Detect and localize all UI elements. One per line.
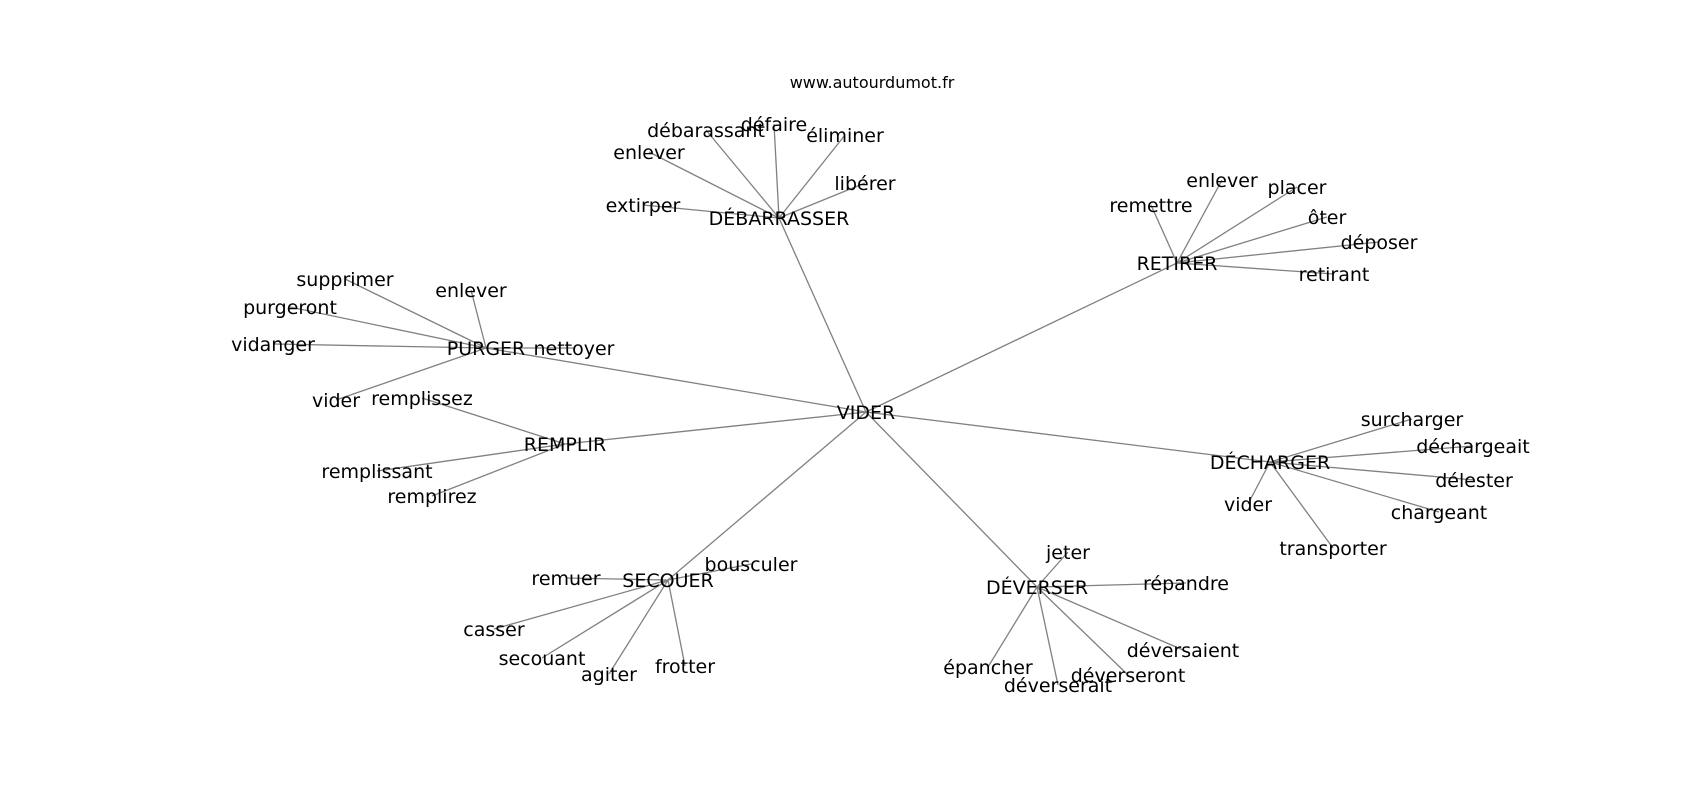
edge-hub-to-leaf — [773, 123, 780, 219]
leaf-node-label[interactable]: vider — [312, 390, 360, 412]
edge-hub-to-leaf — [1036, 582, 1187, 588]
leaf-node-label[interactable]: déchargeait — [1416, 436, 1529, 458]
edge-hub-to-leaf — [1176, 186, 1298, 264]
leaf-node-label[interactable]: supprimer — [296, 269, 393, 291]
edge-hub-to-leaf — [344, 278, 487, 349]
edge-hub-to-leaf — [1247, 461, 1271, 505]
leaf-node-label[interactable]: déverserait — [1004, 675, 1112, 697]
leaf-node-label[interactable]: ôter — [1308, 207, 1347, 229]
edge-hub-to-leaf — [648, 151, 780, 219]
hub-node-label[interactable]: RETIRER — [1137, 253, 1218, 275]
edge-hub-to-leaf — [1150, 204, 1178, 264]
edge-hub-to-leaf — [1036, 586, 1184, 651]
leaf-node-label[interactable]: transporter — [1279, 538, 1386, 560]
leaf-node-label[interactable]: bousculer — [705, 554, 798, 576]
leaf-node-label[interactable]: déverseront — [1071, 665, 1186, 687]
edge-hub-to-leaf — [778, 134, 846, 219]
edge-hub-to-leaf — [642, 204, 780, 219]
leaf-node-label[interactable]: secouant — [499, 648, 586, 670]
edge-hub-to-leaf — [376, 443, 566, 472]
edge-hub-to-leaf — [272, 343, 487, 349]
edge-hub-to-leaf — [1269, 445, 1474, 463]
edge-hub-to-leaf — [431, 443, 566, 497]
leaf-node-label[interactable]: agiter — [581, 664, 637, 686]
edge-hub-to-leaf — [608, 579, 669, 675]
leaf-node-label[interactable]: épancher — [943, 657, 1033, 679]
leaf-node-label[interactable]: nettoyer — [533, 338, 614, 360]
leaf-node-label[interactable]: remplissez — [371, 388, 473, 410]
edge-root-to-hub — [865, 262, 1178, 413]
leaf-node-label[interactable]: placer — [1268, 177, 1327, 199]
edge-root-to-hub — [485, 347, 867, 413]
edge-hub-to-leaf — [1269, 461, 1440, 513]
hub-node-label[interactable]: DÉVERSER — [986, 576, 1088, 599]
leaf-node-label[interactable]: éliminer — [806, 125, 884, 147]
edge-hub-to-leaf — [1269, 461, 1334, 549]
hub-node-label[interactable]: PURGER — [447, 338, 526, 360]
edge-root-to-hub — [778, 217, 867, 413]
leaf-node-label[interactable]: chargeant — [1391, 502, 1488, 524]
leaf-node-label[interactable]: libérer — [834, 173, 895, 195]
leaf-node-label[interactable]: remplissant — [321, 461, 432, 483]
leaf-node-label[interactable]: enlever — [613, 142, 685, 164]
leaf-node-label[interactable]: enlever — [435, 280, 507, 302]
edge-hub-to-leaf — [289, 306, 487, 349]
leaf-node-label[interactable]: surcharger — [1361, 409, 1464, 431]
leaf-node-label[interactable]: jeter — [1045, 542, 1090, 564]
edge-hub-to-leaf — [1176, 216, 1328, 264]
leaf-node-label[interactable]: remettre — [1109, 195, 1192, 217]
edge-hub-to-leaf — [1036, 586, 1059, 686]
edge-hub-to-leaf — [421, 397, 566, 445]
leaf-node-label[interactable]: vidanger — [231, 334, 315, 356]
edge-hub-to-leaf — [667, 563, 752, 581]
leaf-node-label[interactable]: défaire — [741, 114, 807, 136]
edge-root-to-hub — [564, 411, 867, 445]
edge-hub-to-leaf — [565, 577, 669, 581]
edges-layer — [272, 123, 1475, 686]
edge-root-to-hub — [667, 411, 867, 581]
edge-hub-to-leaf — [705, 129, 780, 219]
edge-hub-to-leaf — [1269, 418, 1413, 463]
edge-hub-to-leaf — [335, 347, 487, 401]
leaf-node-label[interactable]: casser — [463, 619, 525, 641]
hub-node-label[interactable]: SECOUER — [622, 570, 713, 592]
leaf-node-label[interactable]: remplirez — [387, 486, 476, 508]
watermark-text: www.autourdumot.fr — [790, 73, 955, 92]
root-node-label[interactable]: VIDER — [837, 402, 895, 424]
leaf-node-label[interactable]: extirper — [606, 195, 681, 217]
edge-root-to-hub — [865, 411, 1038, 588]
edge-hub-to-leaf — [667, 579, 686, 667]
labels-layer: www.autourdumot.fr enleverdébarassantdéf… — [231, 73, 1530, 697]
edge-hub-to-leaf — [1269, 461, 1475, 481]
leaf-node-label[interactable]: répandre — [1143, 573, 1229, 595]
edge-hub-to-leaf — [778, 182, 866, 219]
leaf-node-label[interactable]: débarassant — [647, 120, 765, 142]
hub-node-label[interactable]: DÉCHARGER — [1210, 451, 1330, 474]
edge-hub-to-leaf — [493, 579, 669, 630]
leaf-node-label[interactable]: vider — [1224, 494, 1272, 516]
leaf-node-label[interactable]: remuer — [531, 568, 600, 590]
leaf-node-label[interactable]: délester — [1435, 470, 1513, 492]
edge-root-to-hub — [865, 411, 1271, 463]
hub-node-label[interactable]: DÉBARRASSER — [709, 207, 850, 230]
leaf-node-label[interactable]: enlever — [1186, 170, 1258, 192]
edge-hub-to-leaf — [1176, 241, 1380, 264]
leaf-node-label[interactable]: frotter — [655, 656, 715, 678]
leaf-node-label[interactable]: déversaient — [1127, 640, 1240, 662]
edge-hub-to-leaf — [470, 289, 487, 349]
edge-hub-to-leaf — [1036, 586, 1129, 676]
leaf-node-label[interactable]: purgeront — [243, 297, 337, 319]
edge-hub-to-leaf — [541, 579, 669, 659]
edge-hub-to-leaf — [987, 586, 1038, 668]
edge-hub-to-leaf — [1176, 262, 1335, 275]
leaf-node-label[interactable]: déposer — [1341, 232, 1418, 254]
edge-hub-to-leaf — [1036, 551, 1069, 588]
leaf-node-label[interactable]: retirant — [1299, 264, 1370, 286]
edge-hub-to-leaf — [1176, 179, 1223, 264]
hub-node-label[interactable]: REMPLIR — [524, 434, 606, 456]
